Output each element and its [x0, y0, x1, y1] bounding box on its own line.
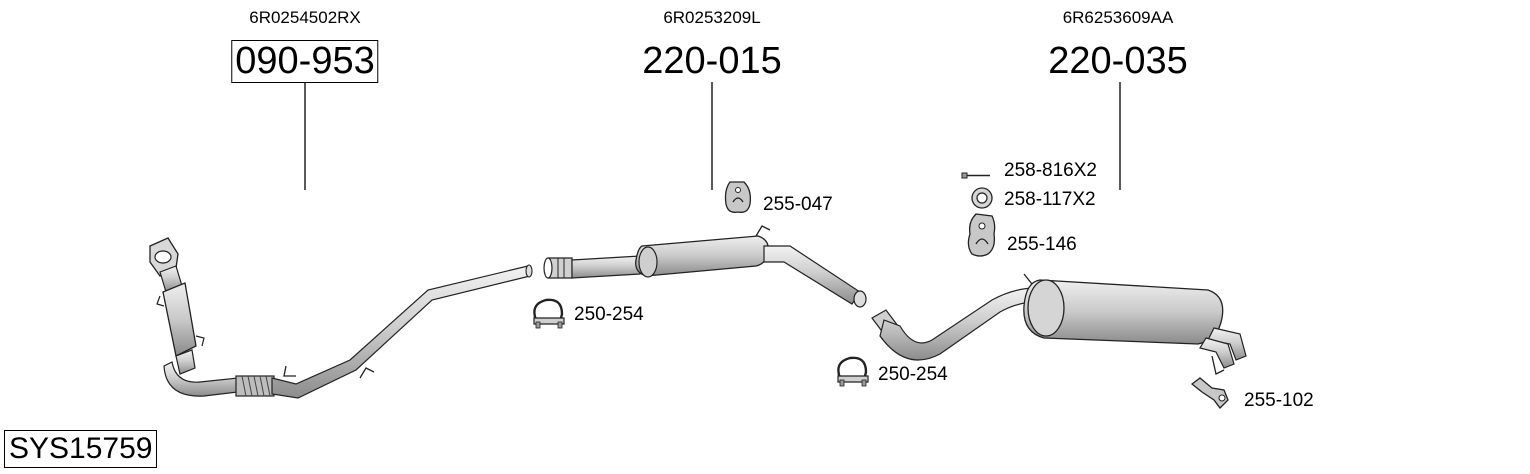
bolt-icon[interactable]	[961, 172, 990, 179]
middle-silencer-assembly[interactable]	[543, 225, 867, 308]
system-code: SYS15759	[4, 430, 158, 468]
pipe-clamp-icon[interactable]	[837, 356, 869, 387]
oem-number-rear: 6R6253609AA	[1062, 8, 1174, 27]
part-number-front[interactable]: 090-953	[231, 40, 379, 83]
fitting-label-gasket[interactable]: 258-117X2	[1004, 189, 1096, 210]
fitting-label-hanger-rear[interactable]: 255-146	[1007, 234, 1077, 255]
fitting-label-clamp-rear[interactable]: 250-254	[878, 364, 948, 385]
pipe-clamp-icon[interactable]	[533, 298, 565, 329]
rubber-hanger-icon[interactable]	[724, 181, 752, 213]
part-number-rear[interactable]: 220-035	[1048, 40, 1188, 82]
rubber-hanger-icon[interactable]	[967, 213, 996, 257]
fitting-label-clamp-front[interactable]: 250-254	[574, 304, 644, 325]
ring-gasket-icon[interactable]	[971, 187, 993, 209]
oem-number-middle: 6R0253209L	[663, 8, 761, 27]
part-number-middle[interactable]: 220-015	[642, 40, 782, 82]
fitting-label-bracket[interactable]: 255-102	[1244, 390, 1314, 411]
leader-lines	[304, 82, 1121, 190]
front-pipe-assembly[interactable]	[149, 237, 533, 399]
mounting-bracket-icon[interactable]	[1190, 377, 1229, 409]
fitting-label-bolt[interactable]: 258-816X2	[1004, 160, 1097, 181]
rear-silencer-assembly[interactable]	[871, 273, 1247, 375]
fitting-label-hanger-middle[interactable]: 255-047	[763, 194, 833, 215]
oem-number-front: 6R0254502RX	[249, 8, 361, 27]
